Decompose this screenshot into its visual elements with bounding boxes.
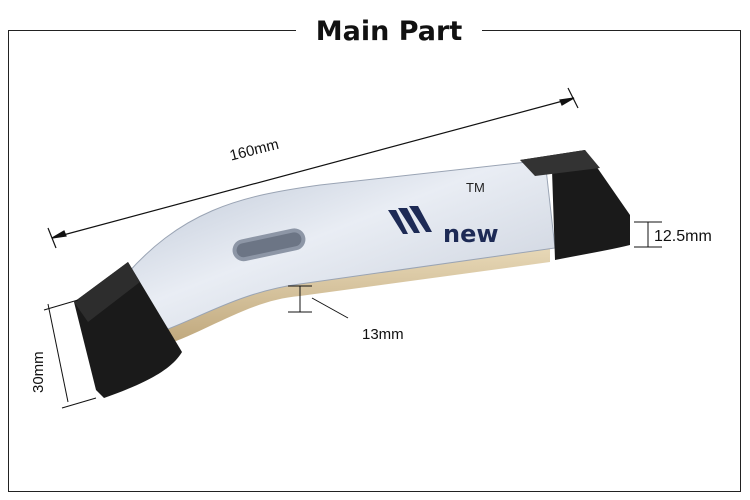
trademark-symbol: TM <box>466 180 485 195</box>
width-dimension <box>43 299 97 409</box>
bar-top-face <box>119 159 556 333</box>
arch-thickness-dimension <box>288 285 349 319</box>
page-title: Main Part <box>315 15 463 47</box>
end-thickness-dimension <box>634 221 662 248</box>
brand-logo <box>388 206 432 234</box>
logo-text: new <box>443 220 499 248</box>
right-rubber-cap <box>520 150 630 260</box>
title-plate: Main Part <box>296 10 482 52</box>
bar-side-edge <box>160 246 550 345</box>
width-label: 30mm <box>30 351 47 393</box>
slot-hole <box>232 228 306 262</box>
end-thickness-label: 12.5mm <box>654 228 712 245</box>
length-dimension-line <box>47 87 579 249</box>
arch-thickness-label: 13mm <box>362 326 404 343</box>
